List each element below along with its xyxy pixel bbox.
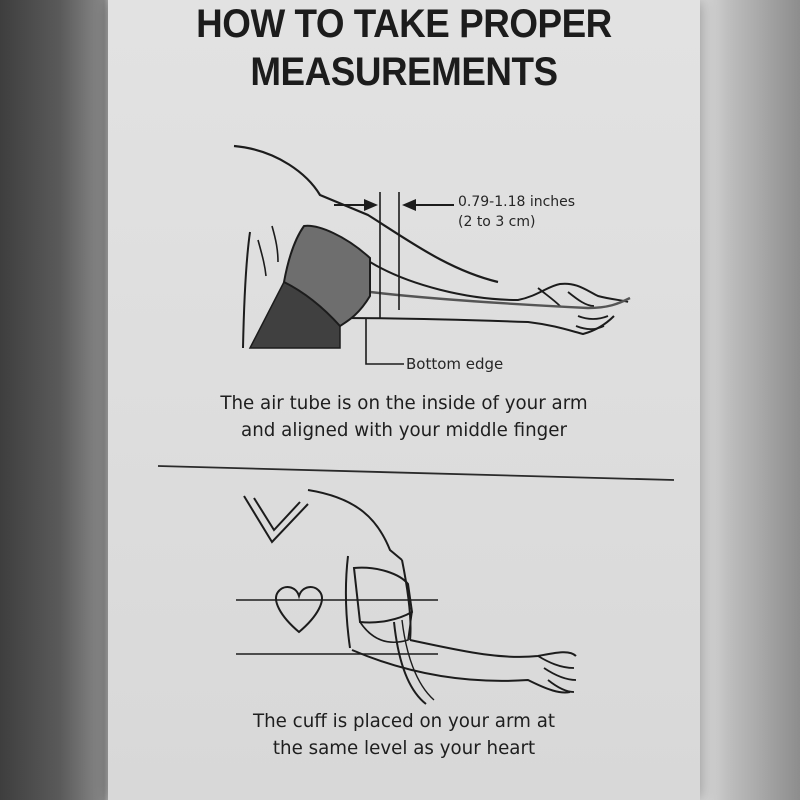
air-tube-2 (393, 621, 427, 705)
distance-label-inches: 0.79-1.18 inches (458, 194, 576, 210)
caption-air-tube: The air tube is on the inside of your ar… (120, 390, 688, 444)
cuff-2-band (359, 611, 413, 644)
hand-2 (537, 655, 577, 693)
upper-arm-outline (344, 555, 412, 649)
bottom-edge-label: Bottom edge (406, 355, 504, 373)
distance-label-cm: (2 to 3 cm) (458, 214, 536, 230)
forearm-outline-top (369, 261, 629, 303)
card-title-line-2: MEASUREMENTS (250, 50, 558, 94)
arm-outline-top (233, 144, 499, 284)
shoulder-outline (307, 489, 403, 561)
card-title-line-1: HOW TO TAKE PROPER (196, 2, 612, 46)
caption-heart-level: The cuff is placed on your arm at the sa… (120, 708, 688, 762)
distance-label: 0.79-1.18 inches (2 to 3 cm) (458, 192, 575, 232)
upper-arm-edge (242, 231, 251, 349)
collar (243, 495, 309, 544)
caption-air-tube-line-2: and aligned with your middle finger (241, 419, 567, 441)
forearm-outline-bottom (339, 315, 615, 336)
caption-air-tube-line-1: The air tube is on the inside of your ar… (220, 392, 588, 414)
caption-heart-level-line-2: the same level as your heart (272, 737, 536, 759)
forearm-2-top (409, 639, 577, 658)
arrow-left-head (364, 199, 378, 211)
cuff (282, 224, 371, 328)
heart-icon (275, 586, 323, 634)
arrow-right-head (402, 199, 416, 211)
hand-fingers (537, 287, 609, 330)
arm-with-cuff-illustration (233, 144, 631, 365)
instruction-card: HOW TO TAKE PROPER MEASUREMENTS 0.79-1.1 (108, 0, 700, 800)
bottom-edge-leader (365, 318, 404, 365)
forearm-2-bottom (351, 649, 571, 694)
card-title: HOW TO TAKE PROPER MEASUREMENTS (132, 0, 677, 96)
armpit-lines (257, 225, 279, 277)
air-tube-2-inner (401, 619, 435, 701)
caption-heart-level-line-1: The cuff is placed on your arm at (252, 710, 556, 732)
cuff-2 (352, 566, 414, 624)
air-tube (369, 290, 631, 310)
